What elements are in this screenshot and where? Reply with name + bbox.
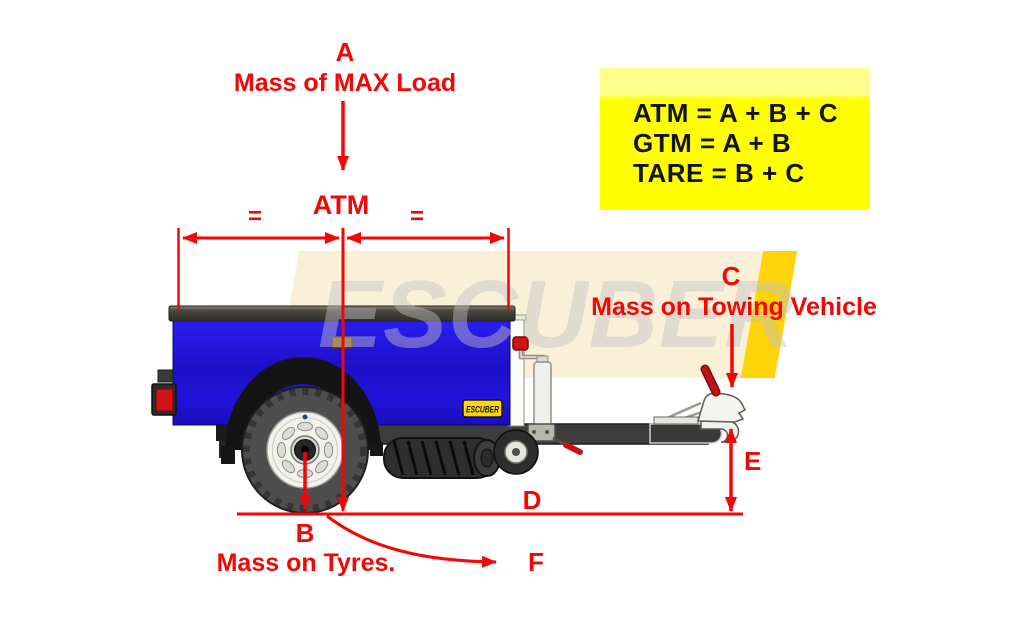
coupling-head — [697, 392, 747, 423]
trailer-wheel — [241, 386, 369, 514]
label-f: F — [528, 547, 544, 577]
label-a-description: Mass of MAX Load — [233, 69, 457, 97]
trailer-badge-text: ESCUBER — [466, 405, 499, 415]
formula-box: ATM = A + B + C GTM = A + B TARE = B + C — [600, 68, 870, 210]
jockey-crank-knob — [512, 336, 529, 351]
label-equals-right: = — [409, 203, 425, 230]
label-d: D — [522, 485, 542, 515]
jockey-clamp-lever — [563, 442, 583, 455]
tail-light — [151, 369, 177, 416]
leader-f-curve — [326, 514, 497, 568]
label-b: B — [295, 518, 315, 548]
coupling-handle — [702, 366, 719, 395]
label-e: E — [744, 446, 762, 476]
watermark-text: ESCUBER — [318, 261, 795, 368]
label-a: A — [335, 37, 355, 67]
label-b-description: Mass on Tyres. — [216, 549, 396, 577]
spare-wheel — [383, 437, 501, 479]
label-c: C — [721, 261, 741, 291]
formula-tare: TARE = B + C — [633, 158, 805, 188]
trailer-badge: ESCUBER — [462, 399, 503, 418]
jockey-wheel-assembly — [493, 336, 583, 475]
formula-atm: ATM = A + B + C — [633, 98, 839, 128]
label-c-description: Mass on Towing Vehicle — [591, 293, 877, 321]
formula-gtm: GTM = A + B — [633, 128, 792, 158]
label-equals-left: = — [247, 203, 263, 230]
jockey-clamp — [527, 423, 556, 442]
label-atm: ATM — [312, 190, 370, 220]
hitch-coupling — [653, 364, 747, 443]
